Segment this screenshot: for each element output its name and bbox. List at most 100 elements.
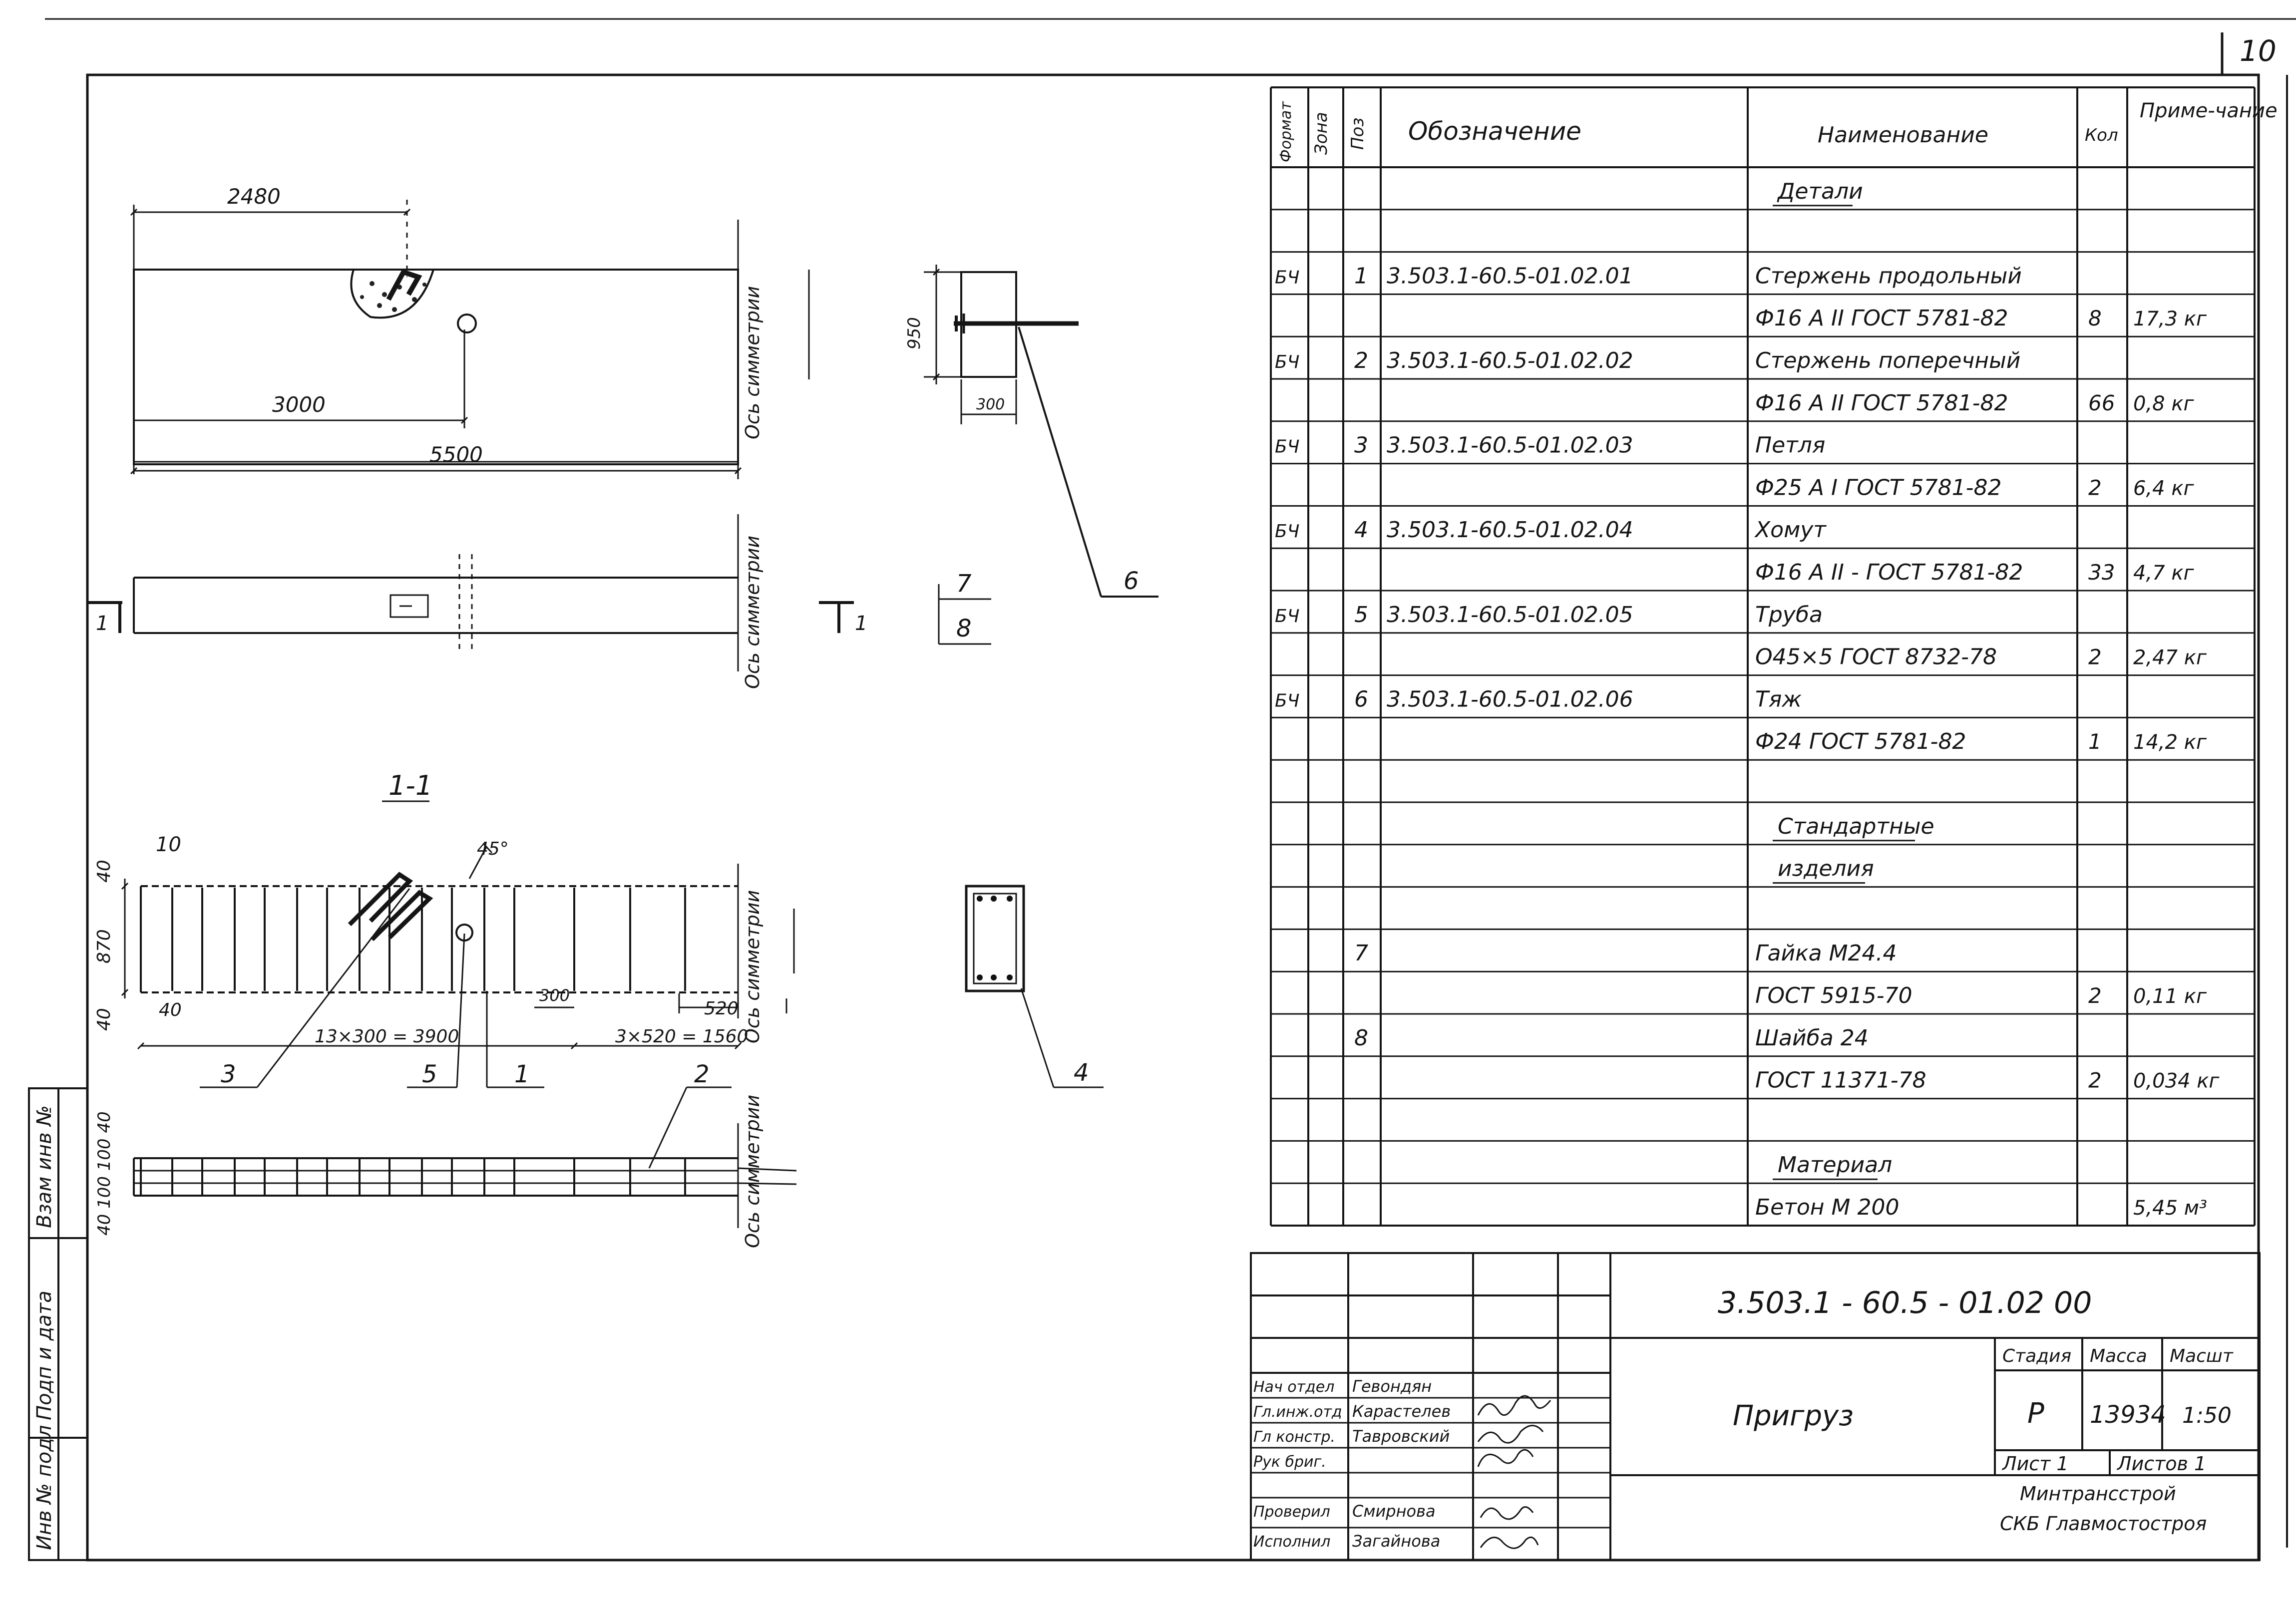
- spec-pos: 2: [1354, 348, 1368, 373]
- spec-qty: 33: [2088, 560, 2115, 585]
- spec-name: ГОСТ 11371-78: [1755, 1068, 1926, 1093]
- dim-40-top: 40: [94, 860, 114, 883]
- spec-designation: 3.503.1-60.5-01.02.01: [1387, 263, 1633, 289]
- title-block: [1250, 1252, 2261, 1561]
- spec-qty: 2: [2088, 983, 2102, 1008]
- org-2: СКБ Главмостостроя: [2000, 1513, 2207, 1535]
- spec-pos: 5: [1354, 602, 1368, 628]
- spec-note: 6,4 кг: [2133, 477, 2194, 500]
- spec-pos: 1: [1354, 263, 1368, 289]
- spec-note: 2,47 кг: [2133, 646, 2207, 669]
- spec-name: Тяж: [1755, 686, 1802, 712]
- spec-format: БЧ: [1275, 437, 1299, 457]
- spec-name: Ф16 А II ГОСТ 5781-82: [1755, 306, 2008, 331]
- spec-name: Стержень поперечный: [1755, 348, 2020, 373]
- staff-role: Гл.инж.отд: [1253, 1403, 1342, 1421]
- cut-mark-right: 1: [855, 612, 867, 635]
- spec-pos: 8: [1354, 1025, 1368, 1051]
- callout-7: 7: [956, 570, 972, 598]
- hdr-format: Формат: [1277, 101, 1295, 162]
- axis-symmetry-1: Ось симметрии: [742, 286, 764, 439]
- spec-note: 17,3 кг: [2133, 308, 2207, 330]
- margin-inv-replace: Взам инв №: [33, 1105, 56, 1228]
- end-view: [924, 265, 1158, 645]
- spec-note: 0,8 кг: [2133, 392, 2194, 415]
- staff-role: Рук бриг.: [1253, 1453, 1326, 1471]
- spec-designation: 3.503.1-60.5-01.02.04: [1387, 517, 1633, 543]
- spec-qty: 8: [2088, 306, 2102, 330]
- dim-3x520: 3×520 = 1560: [615, 1026, 748, 1047]
- staff-role: Гл констр.: [1253, 1428, 1335, 1446]
- spec-note: 0,034 кг: [2133, 1070, 2220, 1093]
- axis-symmetry-3: Ось симметрии: [742, 890, 764, 1043]
- spec-pos: 3: [1354, 433, 1368, 458]
- spec-name: Материал: [1778, 1152, 1892, 1178]
- spec-name: изделия: [1778, 856, 1874, 882]
- staff-name: Загайнова: [1352, 1532, 1440, 1551]
- spec-note: 14,2 кг: [2133, 731, 2207, 754]
- hdr-zone: Зона: [1311, 112, 1331, 155]
- dim-870: 870: [94, 929, 114, 963]
- angle-45: 45°: [477, 839, 509, 859]
- dim-10: 10: [156, 833, 181, 856]
- staff-role: Исполнил: [1253, 1533, 1330, 1551]
- staff-name: Тавровский: [1352, 1427, 1450, 1446]
- margin-sign-date: Подп и дата: [33, 1290, 56, 1420]
- dim-40-left: 40: [159, 1000, 182, 1020]
- callout-5: 5: [422, 1060, 437, 1088]
- spec-pos: 7: [1354, 941, 1368, 966]
- staff-name: Смирнова: [1352, 1502, 1436, 1521]
- staff-role: Проверил: [1253, 1503, 1330, 1521]
- spec-format: БЧ: [1275, 352, 1299, 372]
- dim-950: 950: [904, 317, 924, 349]
- dim-300-side: 300: [976, 396, 1005, 413]
- spec-name: Ф25 А I ГОСТ 5781-82: [1755, 475, 2001, 500]
- spec-note: 5,45 м³: [2133, 1197, 2207, 1220]
- sheet-label: Лист 1: [2001, 1453, 2069, 1475]
- callout-4: 4: [1074, 1059, 1089, 1087]
- spec-name: Ф24 ГОСТ 5781-82: [1755, 729, 1966, 754]
- callout-3: 3: [221, 1060, 236, 1088]
- spec-note: 0,11 кг: [2133, 985, 2207, 1008]
- spec-name: О45×5 ГОСТ 8732-78: [1755, 644, 1997, 670]
- dim-5500: 5500: [429, 442, 483, 467]
- spec-name: Ф16 А II - ГОСТ 5781-82: [1755, 560, 2023, 585]
- org-1: Минтрансстрой: [2020, 1483, 2176, 1505]
- dim-2480: 2480: [227, 184, 281, 209]
- staff-name: Гевондян: [1352, 1377, 1432, 1396]
- callout-1: 1: [514, 1060, 530, 1088]
- spec-format: БЧ: [1275, 267, 1299, 288]
- dim-3000: 3000: [272, 392, 326, 417]
- spec-format: БЧ: [1275, 690, 1299, 711]
- axis-symmetry-4: Ось симметрии: [742, 1095, 764, 1248]
- sheet-frame: [45, 18, 2296, 1562]
- spec-qty: 2: [2088, 475, 2102, 500]
- spec-name: Гайка М24.4: [1755, 941, 1897, 966]
- callout-2: 2: [694, 1060, 710, 1088]
- callout-8: 8: [956, 615, 972, 642]
- spec-qty: 66: [2088, 391, 2115, 415]
- hdr-note: Приме-чание: [2140, 99, 2278, 122]
- signatures: [1477, 1395, 1551, 1549]
- spec-name: Стержень продольный: [1755, 263, 2022, 289]
- spec-pos: 4: [1354, 517, 1368, 543]
- spec-designation: 3.503.1-60.5-01.02.06: [1387, 686, 1633, 712]
- margin-strip: [28, 1087, 88, 1561]
- plan-dimensions: [130, 205, 810, 479]
- section-title: 1-1: [388, 770, 432, 801]
- spec-name: ГОСТ 5915-70: [1755, 983, 1913, 1008]
- stage-value: Р: [2027, 1397, 2044, 1430]
- spec-designation: 3.503.1-60.5-01.02.03: [1387, 433, 1633, 458]
- cut-mark-left: 1: [96, 612, 108, 635]
- plan-loop-hook: [386, 269, 422, 301]
- spec-designation: 3.503.1-60.5-01.02.05: [1387, 602, 1633, 628]
- axis-symmetry-2: Ось симметрии: [742, 536, 764, 689]
- spec-name: Стандартные: [1778, 814, 1934, 839]
- dim-40-bottom: 40: [94, 1008, 114, 1031]
- spec-name: Труба: [1755, 602, 1823, 628]
- side-view: [87, 514, 854, 671]
- spec-qty: 1: [2088, 729, 2102, 754]
- scale-label: Масшт: [2170, 1346, 2234, 1366]
